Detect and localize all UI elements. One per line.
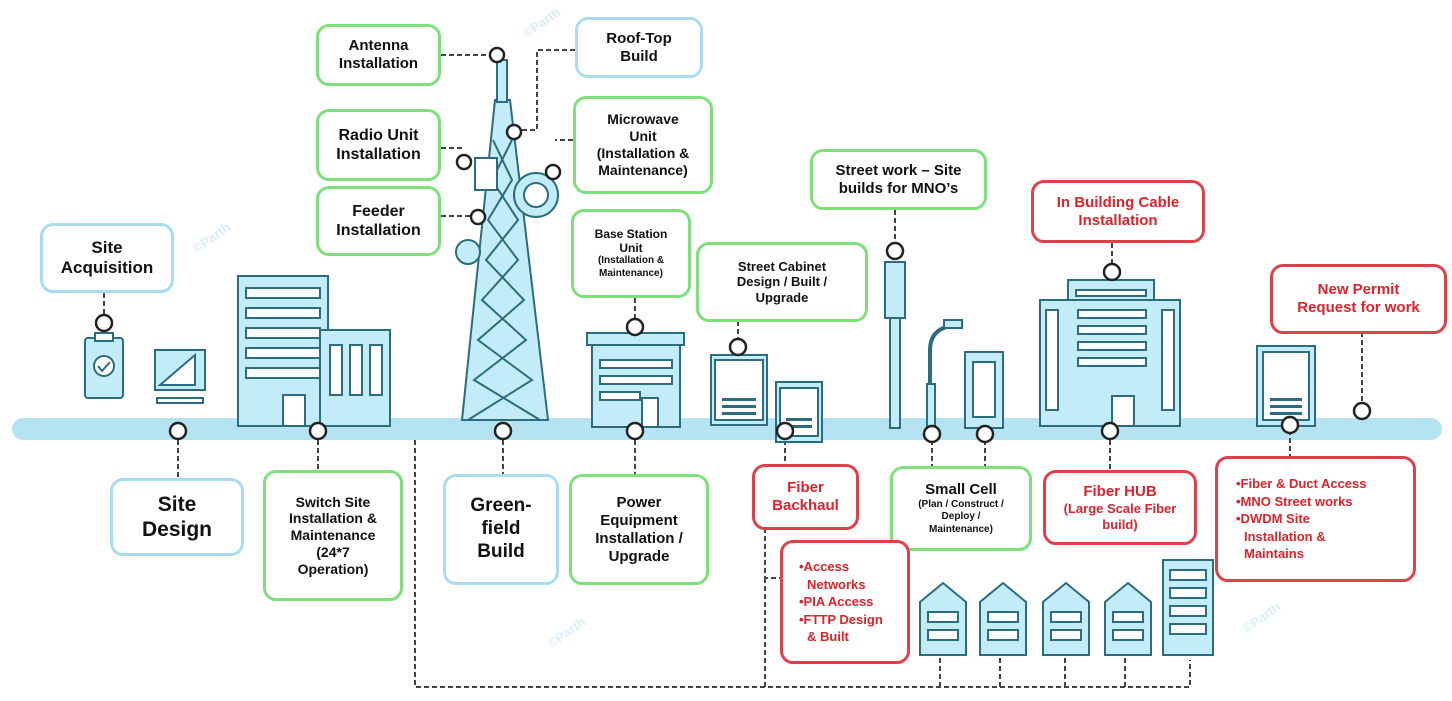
connector-circles bbox=[94, 46, 1372, 444]
fiber-hub-box: Fiber HUB (Large Scale Fiber build) bbox=[1043, 470, 1197, 545]
new-permit-box: New Permit Request for work bbox=[1270, 264, 1447, 334]
fiber-network-line bbox=[414, 440, 1191, 688]
site-acquisition-box: Site Acquisition bbox=[40, 223, 174, 293]
in-building-cable-label: In Building Cable Installation bbox=[1056, 193, 1180, 229]
base-station-building-icon bbox=[586, 332, 685, 428]
permit-cabinet-icon bbox=[1256, 345, 1316, 427]
telecom-tower-icon bbox=[455, 59, 559, 421]
fiber-duct-item: Maintains bbox=[1244, 546, 1304, 562]
feeder-installation-label: Feeder Installation bbox=[336, 202, 421, 239]
greenfield-build-label: Green- field Build bbox=[470, 495, 532, 562]
fiber-duct-item: •Fiber & Duct Access bbox=[1236, 476, 1367, 492]
switch-site-box: Switch Site Installation & Maintenance (… bbox=[263, 470, 403, 601]
fiber-duct-item: •DWDM Site bbox=[1236, 511, 1310, 527]
base-station-unit-title: Base Station Unit bbox=[594, 226, 668, 255]
street-work-box: Street work – Site builds for MNO’s bbox=[810, 149, 987, 210]
street-work-label: Street work – Site builds for MNO’s bbox=[835, 161, 962, 197]
fiber-backhaul-box: Fiber Backhaul bbox=[752, 464, 859, 530]
design-tools-icon bbox=[154, 349, 206, 404]
access-networks-item: & Built bbox=[807, 629, 849, 645]
roof-top-build-label: Roof-Top Build bbox=[606, 29, 672, 65]
radio-unit-installation-box: Radio Unit Installation bbox=[316, 109, 441, 181]
access-networks-item: Networks bbox=[807, 576, 866, 592]
fiber-duct-item: Installation & bbox=[1244, 528, 1326, 544]
street-cabinet-icon bbox=[710, 354, 823, 443]
street-cabinet-label: Street Cabinet Design / Built / Upgrade bbox=[736, 258, 828, 305]
fiber-hub-title: Fiber HUB bbox=[1083, 482, 1157, 500]
access-networks-item: •PIA Access bbox=[799, 594, 874, 610]
antenna-installation-box: Antenna Installation bbox=[316, 24, 441, 86]
site-design-box: Site Design bbox=[110, 478, 244, 556]
small-cell-sub: (Plan / Construct / Deploy / Maintenance… bbox=[918, 498, 1004, 535]
small-cell-box: Small Cell (Plan / Construct / Deploy / … bbox=[890, 466, 1032, 551]
access-networks-item: •FTTP Design bbox=[799, 611, 883, 627]
small-cell-pole-icon bbox=[884, 261, 1004, 430]
access-networks-box: •Access Networks •PIA Access •FTTP Desig… bbox=[780, 540, 910, 664]
radio-unit-installation-label: Radio Unit Installation bbox=[336, 126, 421, 163]
street-cabinet-box: Street Cabinet Design / Built / Upgrade bbox=[696, 242, 868, 322]
tall-building-icon bbox=[1039, 279, 1181, 427]
clipboard-icon bbox=[84, 332, 124, 399]
feeder-installation-box: Feeder Installation bbox=[316, 186, 441, 256]
small-cell-title: Small Cell bbox=[925, 480, 997, 498]
fiber-duct-access-box: •Fiber & Duct Access •MNO Street works •… bbox=[1215, 456, 1416, 582]
antenna-installation-label: Antenna Installation bbox=[338, 37, 419, 72]
fiber-backhaul-label: Fiber Backhaul bbox=[772, 479, 839, 514]
power-equipment-label: Power Equipment Installation / Upgrade bbox=[595, 493, 683, 565]
in-building-cable-box: In Building Cable Installation bbox=[1031, 180, 1205, 243]
roof-top-build-box: Roof-Top Build bbox=[575, 17, 703, 78]
power-equipment-box: Power Equipment Installation / Upgrade bbox=[569, 474, 709, 585]
microwave-unit-box: Microwave Unit (Installation & Maintenan… bbox=[573, 96, 713, 194]
site-design-label: Site Design bbox=[141, 492, 212, 541]
fiber-duct-item: •MNO Street works bbox=[1236, 493, 1353, 509]
switch-site-label: Switch Site Installation & Maintenance (… bbox=[289, 493, 377, 577]
houses-icon bbox=[919, 559, 1214, 656]
new-permit-label: New Permit Request for work bbox=[1297, 281, 1420, 316]
access-networks-item: •Access bbox=[799, 559, 850, 575]
office-building-icon bbox=[237, 275, 391, 427]
microwave-unit-label: Microwave Unit (Installation & Maintenan… bbox=[596, 111, 690, 178]
fiber-hub-sub: (Large Scale Fiber build) bbox=[1063, 500, 1177, 532]
base-station-unit-box: Base Station Unit (Installation & Mainte… bbox=[571, 209, 691, 298]
greenfield-build-box: Green- field Build bbox=[443, 474, 559, 585]
site-acquisition-label: Site Acquisition bbox=[60, 237, 154, 277]
base-station-unit-sub: (Installation & Maintenance) bbox=[597, 255, 665, 279]
